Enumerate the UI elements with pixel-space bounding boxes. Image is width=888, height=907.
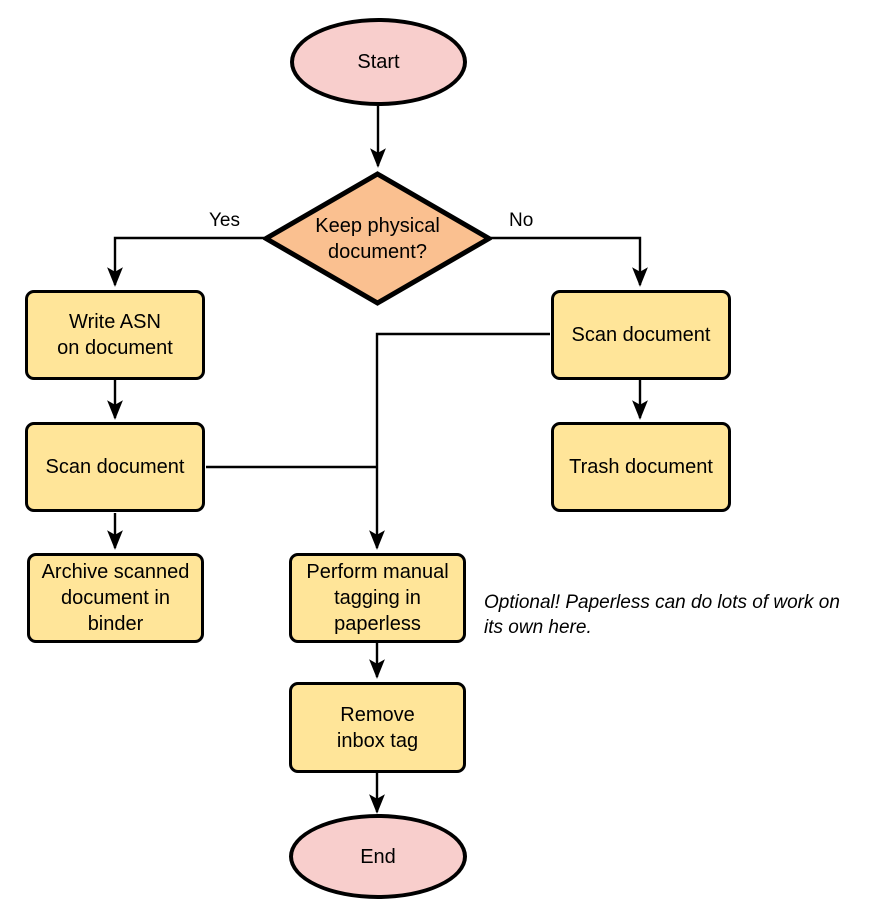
node-start-label: Start [357, 51, 400, 73]
node-write-asn-label-line1: Write ASN [69, 311, 161, 333]
node-remove-inbox-tag[interactable]: Remove inbox tag [289, 682, 466, 773]
node-archive-in-binder-label-line2: document in [61, 587, 170, 609]
edge-label-no: No [509, 210, 534, 231]
node-keep-physical-document[interactable]: Keep physical document? [263, 171, 492, 306]
node-trash-document-label: Trash document [569, 456, 713, 478]
node-scan-document-left[interactable]: Scan document [25, 422, 205, 512]
node-scan-document-right[interactable]: Scan document [551, 290, 731, 380]
diamond-shape [263, 171, 492, 306]
edge-decision-no-to-scan-right [491, 236, 648, 287]
node-scan-document-right-label: Scan document [571, 324, 711, 346]
node-manual-tagging[interactable]: Perform manual tagging in paperless [289, 553, 466, 643]
node-archive-in-binder[interactable]: Archive scanned document in binder [27, 553, 204, 643]
node-remove-inbox-tag-label-line2: inbox tag [336, 729, 419, 752]
node-scan-document-left-label: Scan document [45, 456, 185, 478]
annotation-line2: its own here. [484, 617, 592, 638]
node-trash-document[interactable]: Trash document [551, 422, 731, 512]
annotation-line1: Optional! Paperless can do lots of work … [484, 592, 840, 613]
edge-decision-yes-to-write-asn [107, 236, 264, 287]
node-manual-tagging-label-line1: Perform manual [306, 561, 449, 583]
node-archive-in-binder-label-line3: binder [87, 613, 144, 635]
node-remove-inbox-tag-label-line1: Remove [340, 703, 415, 726]
node-archive-in-binder-label: Archive scanned document in binder [42, 559, 190, 637]
edge-scan-right-to-manual-tagging [369, 332, 550, 550]
annotation-optional-note: Optional! Paperless can do lots of work … [484, 590, 884, 640]
node-manual-tagging-label-line2: tagging in [334, 587, 421, 609]
node-write-asn-label-line2: on document [57, 337, 173, 359]
node-remove-inbox-tag-label: Remove inbox tag [337, 702, 418, 754]
node-start[interactable]: Start [290, 18, 467, 106]
node-archive-in-binder-label-line1: Archive scanned [41, 561, 190, 583]
node-manual-tagging-label: Perform manual tagging in paperless [306, 559, 448, 637]
node-manual-tagging-label-line3: paperless [334, 613, 421, 635]
node-write-asn[interactable]: Write ASN on document [25, 290, 205, 380]
node-end[interactable]: End [289, 814, 467, 899]
edge-label-yes: Yes [209, 210, 240, 231]
node-end-label: End [360, 845, 396, 868]
node-write-asn-label: Write ASN on document [57, 309, 173, 361]
